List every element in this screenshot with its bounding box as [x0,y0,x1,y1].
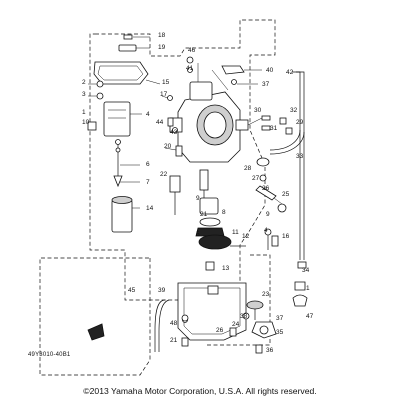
callout-40: 40 [266,67,274,74]
callout-19: 19 [158,44,166,51]
right-boundary [205,254,271,346]
callout-8: 8 [222,209,226,216]
callout-3: 3 [82,91,86,98]
bowl-gasket-screw [181,314,189,322]
callout-4: 4 [146,111,150,118]
callout-44: 44 [156,119,164,126]
right-fittings [247,115,293,135]
callout-33: 33 [296,153,304,160]
callout-4: 4 [264,227,268,234]
callout-28: 28 [244,165,252,172]
callout-26: 26 [262,185,270,192]
hose-clip [297,261,307,269]
callout-46: 46 [188,47,196,54]
top-cap-screw [118,34,150,52]
callout-15: 15 [162,79,170,86]
callout-16: 16 [282,233,290,240]
callout-27: 27 [252,175,260,182]
side-screws [161,95,183,157]
callout-14: 14 [146,205,154,212]
callout-24: 24 [232,321,240,328]
float-bowl [177,261,247,341]
callout-26: 26 [216,327,224,334]
jets-center [169,169,225,237]
callout-47: 47 [306,313,314,320]
callout-20: 20 [164,143,172,150]
callout-13: 13 [222,265,230,272]
callout-29: 29 [296,119,304,126]
callout-31: 31 [270,125,278,132]
top-cover [93,61,161,85]
callout-25: 25 [282,191,290,198]
lower-boundary [39,257,151,376]
callout-37: 37 [262,81,270,88]
callout-30: 30 [254,107,262,114]
callout-23: 23 [262,291,270,298]
screws-2-3 [88,80,104,100]
callout-36: 36 [266,347,274,354]
float-valve-parts [255,157,287,213]
callout-43: 43 [170,129,178,136]
callout-7: 7 [146,179,150,186]
callout-12: 12 [242,233,250,240]
accelerator-pump [242,300,277,339]
callout-1: 1 [82,109,86,116]
drain-bolt [271,235,279,247]
callout-21: 21 [170,337,178,344]
vent-hose [292,71,305,260]
callout-34: 34 [302,267,310,274]
callout-9: 9 [196,195,200,202]
hose-clamps [292,281,308,307]
callout-10: 10 [82,119,90,126]
callout-2: 2 [82,79,86,86]
direction-arrow-icon [87,323,105,341]
callout-32: 32 [290,107,298,114]
callout-9: 9 [266,211,270,218]
callout-42: 42 [286,69,294,76]
copyright-text: ©2013 Yamaha Motor Corporation, U.S.A. A… [83,386,317,396]
callout-22: 22 [160,171,168,178]
callout-38: 38 [240,313,248,320]
assembly-boundary [89,19,276,301]
callout-1: 1 [306,285,310,292]
float-pin [198,228,272,250]
callout-21: 21 [200,211,208,218]
diagram-code: 49Y3010-40B1 [28,352,71,358]
callout-41: 41 [186,65,194,72]
callout-39: 39 [158,287,166,294]
jet-needle [113,139,140,188]
throttle-slide [111,196,140,233]
callout-6: 6 [146,161,150,168]
callout-35: 35 [276,329,284,336]
linkage-parts [186,56,262,85]
callout-11: 11 [232,229,239,236]
callout-5: 5 [196,231,200,238]
overflow-hose [154,299,170,352]
callout-37: 37 [276,315,284,322]
drain-hose [269,129,305,155]
callout-48: 48 [170,320,178,327]
throttle-plate [87,101,142,137]
callout-45: 45 [128,287,136,294]
callout-17: 17 [160,91,168,98]
carburetor-body [169,63,249,163]
callout-18: 18 [158,32,166,39]
